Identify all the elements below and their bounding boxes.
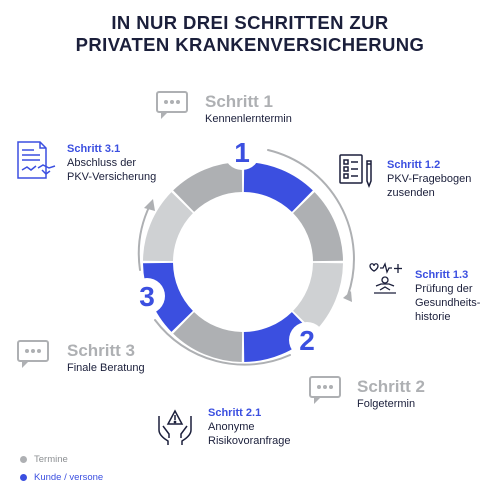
health-check-icon (369, 262, 402, 294)
step-3-1: Schritt 3.1 Abschluss der PKV-Versicheru… (67, 142, 156, 184)
segment-step-2 (243, 312, 313, 362)
legend-item-kunde: Kunde / versone (20, 472, 103, 483)
step-2-1: Schritt 2.1 Anonyme Risikovoranfrage (208, 406, 291, 448)
step-3-1-desc-1: Abschluss der (67, 157, 137, 169)
step-1: Schritt 1 Kennenlerntermin (205, 92, 292, 126)
segment-step-3 (143, 262, 193, 332)
step-1-label: Schritt 1 (205, 92, 274, 111)
step-1-2-label: Schritt 1.2 (387, 159, 441, 171)
step-2-label: Schritt 2 (357, 377, 426, 396)
cycle-arrows (137, 149, 355, 366)
arrow-3-to-1 (137, 204, 151, 271)
step-1-2: Schritt 1.2 PKV-Fragebogen zusenden (387, 158, 471, 200)
step-1-2-desc-1: PKV-Fragebogen (387, 173, 472, 185)
step-3-label: Schritt 3 (67, 341, 136, 360)
step-2-desc: Folgetermin (357, 398, 416, 410)
segment-step-1 (173, 162, 243, 212)
step-2-1-desc-2: Risikovoranfrage (208, 435, 291, 447)
step-3-desc: Finale Beratung (67, 362, 145, 374)
arrow-1-to-2 (267, 149, 355, 296)
step-1-2-desc-2: zusenden (387, 187, 435, 199)
hands-protection-icon (158, 409, 192, 445)
title-line-1: IN NUR DREI SCHRITTEN ZUR (111, 12, 389, 33)
step-1-3-desc-3: historie (415, 311, 451, 323)
step-2: Schritt 2 Folgetermin (357, 377, 425, 411)
step-1-3: Schritt 1.3 Prüfung der Gesundheits- his… (415, 268, 480, 324)
svg-text:2: 2 (299, 325, 315, 356)
legend-item-termine: Termine (20, 454, 68, 465)
legend-label-kunde: Kunde / versone (34, 472, 104, 483)
page-title: IN NUR DREI SCHRITTEN ZUR PRIVATEN KRANK… (0, 12, 500, 56)
arrow-head-1 (343, 291, 352, 302)
arrow-2-to-3 (154, 319, 291, 366)
step-3: Schritt 3 Finale Beratung (67, 341, 145, 375)
svg-text:3: 3 (139, 281, 155, 312)
segment-step-2-1 (173, 312, 243, 362)
title-line-2: PRIVATEN KRANKENVERSICHERUNG (75, 34, 425, 55)
arrow-head-3 (144, 199, 155, 211)
step-1-3-label: Schritt 1.3 (415, 269, 469, 281)
ring-segments (143, 162, 343, 362)
step-2-1-desc-1: Anonyme (208, 421, 255, 433)
step-1-3-desc-2: Gesundheits- (415, 297, 481, 309)
segment-step-3-1 (143, 192, 193, 262)
chat-bubble-icon (156, 91, 188, 119)
ring-number-2: 2 (289, 322, 325, 358)
legend-dot-gray (20, 456, 27, 463)
step-3-1-desc-2: PKV-Versicherung (67, 171, 157, 183)
step-1-desc: Kennenlerntermin (205, 113, 292, 125)
contract-handshake-icon (17, 141, 56, 179)
questionnaire-icon (339, 154, 372, 189)
chat-bubble-icon (309, 376, 341, 404)
svg-text:1: 1 (234, 137, 250, 168)
step-2-1-label: Schritt 2.1 (208, 407, 262, 419)
chat-bubble-icon (17, 340, 49, 368)
step-3-1-label: Schritt 3.1 (67, 143, 121, 155)
legend-label-termine: Termine (34, 454, 68, 465)
segment-step-1-3a (293, 192, 343, 262)
step-1-3-desc-1: Prüfung der (415, 283, 473, 295)
segment-step-1-2 (243, 162, 313, 212)
segment-step-1-3b (293, 262, 343, 332)
legend-dot-blue (20, 474, 27, 481)
ring-number-1: 1 (224, 134, 260, 170)
ring-number-3: 3 (129, 278, 165, 314)
